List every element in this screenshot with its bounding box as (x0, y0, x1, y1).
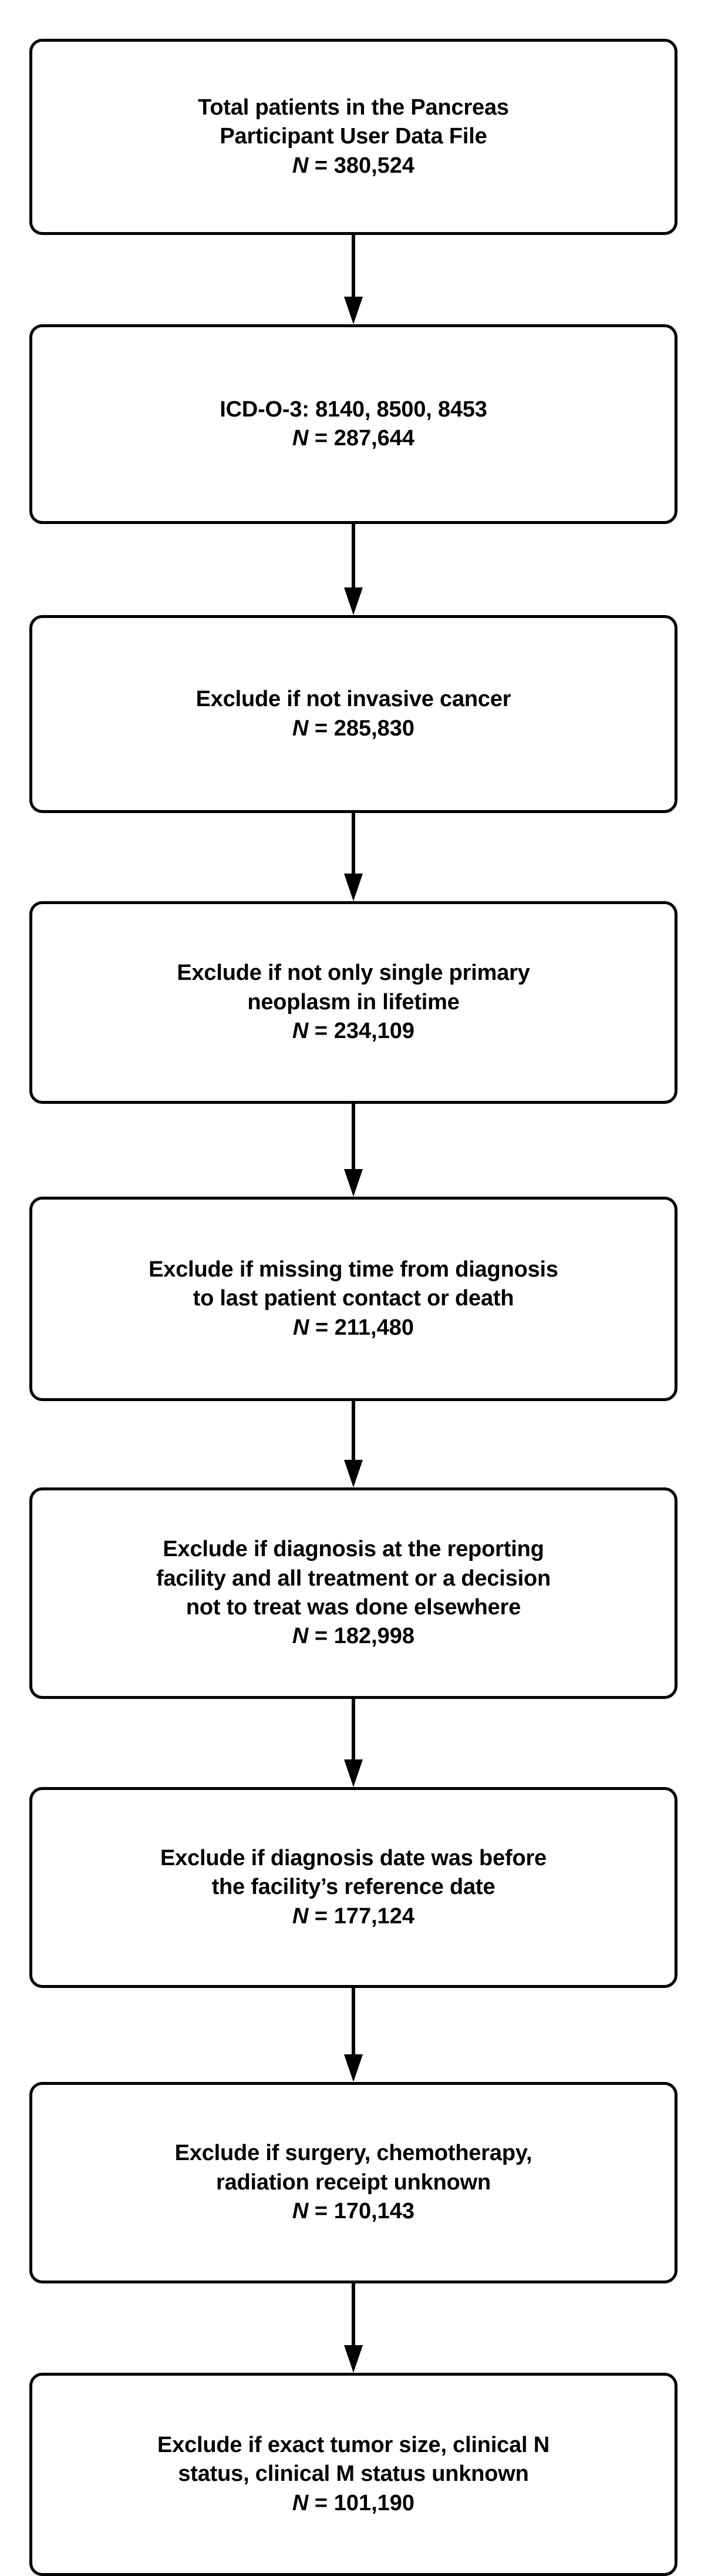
n-symbol: N (292, 1315, 309, 1340)
n-value: 287,644 (333, 426, 415, 451)
node-count: N = 234,109 (292, 1017, 414, 1046)
node-count: N = 101,190 (292, 2489, 414, 2518)
n-symbol: N (292, 2490, 309, 2515)
flow-node-exclude-not-single-primary-neoplasm: Exclude if not only single primary neopl… (29, 901, 677, 1104)
n-symbol: N (292, 1903, 309, 1929)
n-equals: = (308, 716, 334, 741)
n-equals: = (308, 2490, 334, 2515)
arrow-connector-8 (29, 2283, 677, 2373)
node-line: Exclude if surgery, chemotherapy, (174, 2141, 532, 2166)
node-line: Participant User Data File (220, 124, 487, 149)
node-line: the facility’s reference date (211, 1875, 495, 1900)
node-line: Exclude if not invasive cancer (195, 687, 511, 712)
node-count: N = 380,524 (292, 152, 414, 180)
node-line: facility and all treatment or a decision (156, 1566, 551, 1591)
flow-node-exclude-staging-unknown: Exclude if exact tumor size, clinical N … (29, 2373, 677, 2576)
n-equals: = (308, 1019, 334, 1044)
node-line: to last patient contact or death (193, 1286, 514, 1311)
node-line: Total patients in the Pancreas (198, 95, 509, 120)
n-equals: = (309, 1315, 335, 1340)
n-symbol: N (292, 426, 309, 451)
node-count: N = 182,998 (292, 1622, 414, 1651)
n-value: 170,143 (333, 2199, 415, 2224)
node-line: Exclude if diagnosis at the reporting (163, 1537, 544, 1562)
n-value: 177,124 (333, 1903, 415, 1929)
arrow-connector-6 (29, 1699, 677, 1787)
n-symbol: N (292, 2199, 309, 2224)
node-count: N = 177,124 (292, 1902, 414, 1931)
arrow-connector-7 (29, 1988, 677, 2082)
n-value: 234,109 (333, 1019, 415, 1044)
down-arrow-icon (344, 1699, 363, 1787)
down-arrow-icon (344, 2283, 363, 2373)
flow-stack: Total patients in the Pancreas Participa… (29, 39, 677, 2576)
n-equals: = (308, 2199, 334, 2224)
down-arrow-icon (344, 1104, 363, 1197)
down-arrow-icon (344, 524, 363, 615)
node-line: Exclude if not only single primary (177, 960, 530, 986)
flow-node-exclude-missing-time-to-contact-or-death: Exclude if missing time from diagnosis t… (29, 1197, 677, 1401)
arrow-connector-4 (29, 1104, 677, 1197)
flow-node-exclude-not-invasive-cancer: Exclude if not invasive cancer N = 285,8… (29, 615, 677, 813)
n-equals: = (308, 1624, 334, 1649)
flow-node-exclude-treatment-done-elsewhere: Exclude if diagnosis at the reporting fa… (29, 1487, 677, 1699)
n-symbol: N (292, 716, 309, 741)
down-arrow-icon (344, 1401, 363, 1487)
node-count: N = 170,143 (292, 2197, 414, 2226)
n-symbol: N (292, 1624, 309, 1649)
node-line: status, clinical M status unknown (178, 2461, 529, 2487)
flow-node-total-patients: Total patients in the Pancreas Participa… (29, 39, 677, 235)
n-value: 211,480 (334, 1315, 414, 1340)
arrow-connector-2 (29, 524, 677, 615)
node-count: N = 287,644 (292, 424, 414, 453)
flow-node-icd-o-3-codes: ICD-O-3: 8140, 8500, 8453 N = 287,644 (29, 324, 677, 524)
n-symbol: N (292, 153, 309, 178)
down-arrow-icon (344, 235, 363, 324)
node-line: Exclude if exact tumor size, clinical N (157, 2432, 549, 2457)
n-equals: = (308, 153, 334, 178)
n-symbol: N (292, 1019, 309, 1044)
node-line: neoplasm in lifetime (247, 989, 460, 1015)
node-line: Exclude if missing time from diagnosis (149, 1257, 558, 1282)
flow-node-exclude-treatment-receipt-unknown: Exclude if surgery, chemotherapy, radiat… (29, 2082, 677, 2283)
arrow-connector-1 (29, 235, 677, 324)
n-value: 101,190 (333, 2490, 415, 2515)
arrow-connector-3 (29, 813, 677, 901)
node-line: radiation receipt unknown (216, 2169, 491, 2195)
n-value: 380,524 (333, 153, 415, 178)
node-line: not to treat was done elsewhere (186, 1595, 521, 1620)
node-count: N = 211,480 (293, 1314, 414, 1342)
arrow-connector-5 (29, 1401, 677, 1487)
node-count: N = 285,830 (292, 714, 414, 743)
down-arrow-icon (344, 1988, 363, 2082)
n-value: 285,830 (333, 716, 415, 741)
n-equals: = (308, 1903, 334, 1929)
node-line: ICD-O-3: 8140, 8500, 8453 (220, 397, 487, 422)
n-value: 182,998 (333, 1624, 415, 1649)
down-arrow-icon (344, 813, 363, 901)
flow-node-exclude-diagnosis-before-reference-date: Exclude if diagnosis date was before the… (29, 1787, 677, 1988)
node-line: Exclude if diagnosis date was before (160, 1845, 547, 1870)
n-equals: = (308, 426, 334, 451)
